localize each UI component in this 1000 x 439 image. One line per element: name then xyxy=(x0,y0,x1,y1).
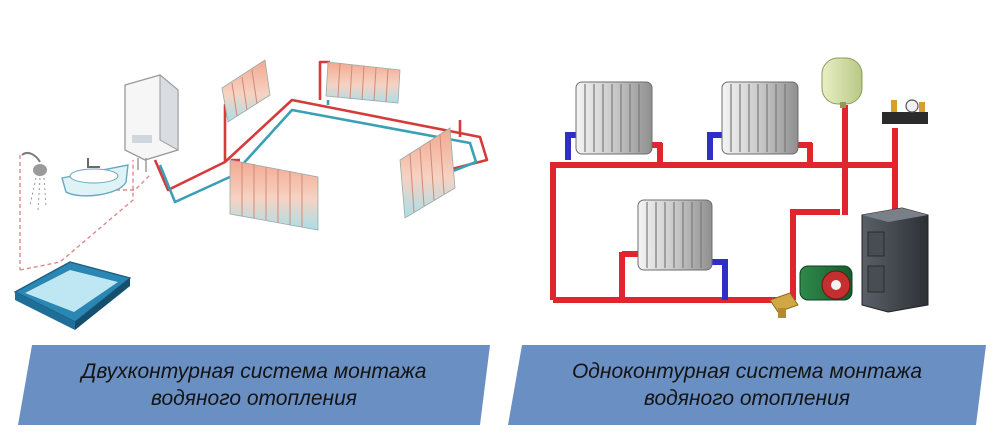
shower-icon xyxy=(21,152,47,211)
return-pipes xyxy=(565,132,728,300)
caption-left-line1: Двухконтурная система монтажа xyxy=(81,360,427,383)
bath-icon xyxy=(13,261,132,330)
sink-icon xyxy=(61,158,129,197)
radiator-icon xyxy=(229,159,319,231)
radiator-icon xyxy=(575,81,653,155)
caption-right-line1: Одноконтурная система монтажа xyxy=(571,360,923,383)
solid-fuel-boiler-icon xyxy=(861,207,929,313)
dual-circuit-scheme xyxy=(13,59,489,330)
caption-right-text: Одноконтурная система монтажа водяного о… xyxy=(572,358,922,412)
filter-valve-icon xyxy=(769,292,799,318)
radiator-icon xyxy=(721,81,799,155)
radiator-icon xyxy=(399,127,456,219)
radiator-icon xyxy=(221,59,271,123)
caption-left-line2: водяного отопления xyxy=(150,387,357,410)
supply-pipes xyxy=(550,105,898,303)
circulation-pump-icon xyxy=(799,265,853,301)
banner-shape xyxy=(508,345,986,425)
single-circuit-scheme xyxy=(550,57,929,318)
gas-boiler-icon xyxy=(124,73,179,172)
caption-left-text: Двухконтурная система монтажа водяного о… xyxy=(82,358,427,412)
hot-water-lines xyxy=(19,155,151,271)
banner-shape xyxy=(18,345,490,425)
caption-left-banner: Двухконтурная система монтажа водяного о… xyxy=(18,345,490,425)
expansion-tank-icon xyxy=(821,57,863,108)
caption-right-banner: Одноконтурная система монтажа водяного о… xyxy=(508,345,986,425)
radiator-icon xyxy=(637,199,713,271)
radiator-icon xyxy=(325,61,401,104)
safety-group-icon xyxy=(882,99,928,124)
caption-right-line2: водяного отопления xyxy=(643,387,851,410)
